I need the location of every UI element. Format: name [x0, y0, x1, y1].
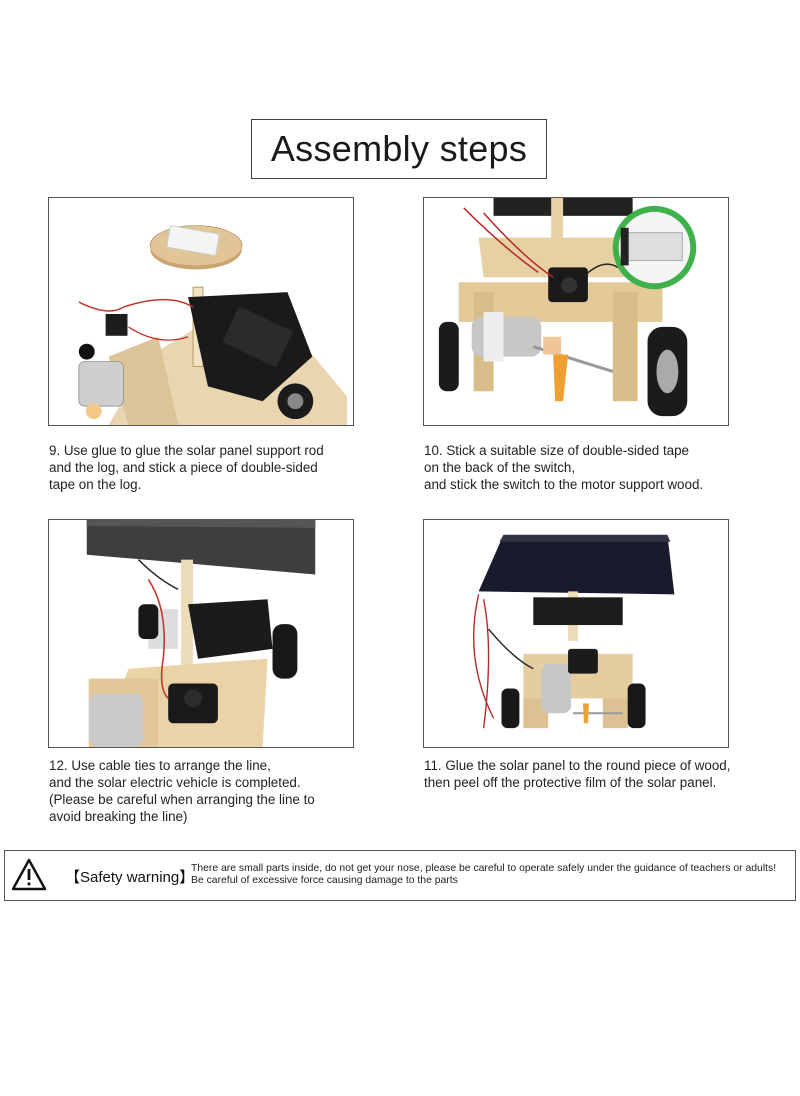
- warning-triangle-icon: [11, 858, 47, 892]
- caption-line: then peel off the protective film of the…: [424, 775, 717, 790]
- step-9-caption: 9. Use glue to glue the solar panel supp…: [49, 442, 389, 493]
- safety-warning-box: 【Safety warning】 There are small parts i…: [4, 850, 796, 901]
- caption-line: on the back of the switch,: [424, 460, 576, 475]
- step-12-caption: 12. Use cable ties to arrange the line, …: [49, 757, 389, 825]
- caption-line: tape on the log.: [49, 477, 142, 492]
- safety-line: Be careful of excessive force causing da…: [191, 875, 458, 886]
- step-11-caption: 11. Glue the solar panel to the round pi…: [424, 757, 764, 791]
- caption-line: 11. Glue the solar panel to the round pi…: [424, 758, 731, 773]
- caption-line: and the log, and stick a piece of double…: [49, 460, 318, 475]
- step-11-photo: [423, 519, 729, 748]
- caption-line: avoid breaking the line): [49, 809, 188, 824]
- caption-line: (Please be careful when arranging the li…: [49, 792, 315, 807]
- safety-warning-text: There are small parts inside, do not get…: [191, 863, 776, 887]
- step-12-photo: [48, 519, 354, 748]
- caption-line: 10. Stick a suitable size of double-side…: [424, 443, 690, 458]
- step-10-caption: 10. Stick a suitable size of double-side…: [424, 442, 764, 493]
- caption-line: and the solar electric vehicle is comple…: [49, 775, 301, 790]
- step-9-photo: [48, 197, 354, 426]
- safety-warning-label: 【Safety warning】: [65, 869, 195, 886]
- page-title: Assembly steps: [251, 119, 547, 179]
- caption-line: 9. Use glue to glue the solar panel supp…: [49, 443, 324, 458]
- caption-line: and stick the switch to the motor suppor…: [424, 477, 704, 492]
- caption-line: 12. Use cable ties to arrange the line,: [49, 758, 271, 773]
- step-10-photo: [423, 197, 729, 426]
- safety-line: There are small parts inside, do not get…: [191, 863, 777, 874]
